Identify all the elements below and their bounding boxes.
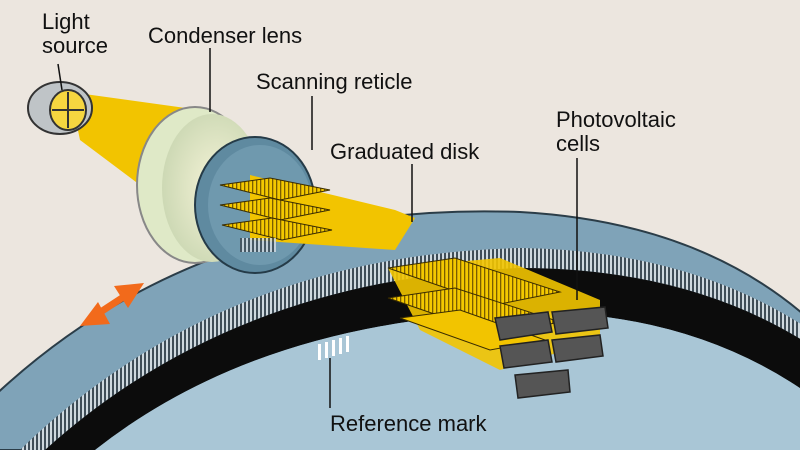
disk-inner-face (95, 311, 800, 450)
photovoltaic-cells-label: Photovoltaic cells (556, 107, 676, 156)
disk-graduation-band (20, 248, 800, 450)
leader-light-source (57, 63, 63, 91)
cell-3 (499, 339, 553, 369)
cell-2 (551, 306, 609, 335)
reference-mark-label: Reference mark (330, 411, 487, 436)
condenser-lens-label: Condenser lens (148, 23, 303, 48)
disk-black-track (45, 268, 800, 450)
photovoltaic-cells (387, 257, 609, 399)
graduated-disk (0, 210, 800, 450)
cell-4 (551, 334, 604, 363)
light-source-label: Light source (42, 9, 109, 58)
scanning-reticle-label: Scanning reticle (256, 69, 413, 94)
reference-mark-slits (318, 336, 349, 360)
scanning-reticle-gratings (219, 177, 333, 252)
motion-arrow-icon (80, 283, 144, 326)
graduated-disk-label: Graduated disk (330, 139, 480, 164)
cell-5 (514, 369, 571, 399)
leader-lines (57, 48, 578, 408)
cell-1 (494, 311, 553, 341)
